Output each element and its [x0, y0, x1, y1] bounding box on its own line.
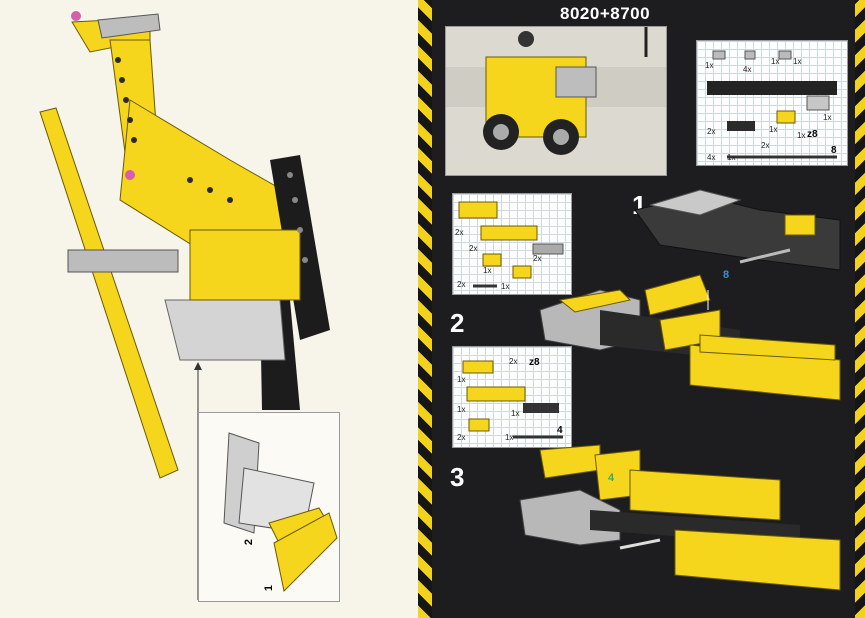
s2-qty-3: 1x [483, 266, 492, 275]
inv-qty-2: 4x [743, 65, 752, 74]
s3-qty-4: 1x [511, 409, 520, 418]
step-2-parts-panel: 2x 2x 1x 2x 1x 2x [452, 193, 572, 295]
inv-qty-9: 2x [761, 141, 770, 150]
inv-gear-label: z8 [807, 129, 818, 140]
s3-qty-3: 1x [457, 405, 466, 414]
s2-qty-4: 2x [533, 254, 542, 263]
s3-qty-6: 1x [505, 433, 514, 442]
s3-axle-length: 4 [557, 425, 563, 436]
right-hazard-stripe [855, 0, 865, 618]
parts-inventory-panel: 1x 4x 1x 1x 2x 1x 1x 4x 2x 1x 1x z8 8 [696, 40, 848, 166]
step-3-number: 3 [450, 462, 465, 492]
inv-qty-1: 1x [705, 61, 714, 70]
inv-qty-3: 1x [771, 57, 780, 66]
step-2-number: 2 [450, 308, 465, 338]
inv-qty-5: 2x [707, 127, 716, 136]
model-photo [445, 26, 667, 176]
s3-gear-label: z8 [529, 357, 540, 368]
left-detail-label-a: 2 [243, 538, 256, 546]
inv-qty-7: 1x [823, 113, 832, 122]
s3-qty-2: 1x [457, 375, 466, 384]
s3-qty-5: 2x [457, 433, 466, 442]
center-hazard-stripe [418, 0, 432, 618]
step-1-number: 1 [632, 190, 647, 220]
step-3-axle-length: 4 [608, 472, 615, 484]
step-3-parts-panel: 2x 1x 1x 1x 2x 1x z8 4 [452, 346, 572, 448]
left-detail-label-b: 1 [263, 584, 276, 592]
inv-qty-6: 1x [769, 125, 778, 134]
inv-qty-4: 1x [793, 57, 802, 66]
inv-qty-10: 1x [797, 131, 806, 140]
step-1-axle-length: 8 [723, 269, 730, 281]
inv-axle-length: 8 [831, 145, 837, 156]
left-page: 2 1 [0, 0, 418, 618]
set-numbers-title: 8020+8700 [560, 4, 651, 23]
left-helicopter-illustration [39, 11, 330, 600]
s3-qty-1: 2x [509, 357, 518, 366]
s2-qty-1: 2x [455, 228, 464, 237]
inv-qty-11: 1x [727, 153, 736, 162]
inv-qty-8: 4x [707, 153, 716, 162]
s2-qty-2: 2x [469, 244, 478, 253]
s2-qty-5: 1x [501, 282, 510, 291]
left-detail-inset [198, 412, 340, 602]
s2-qty-6: 2x [457, 280, 466, 289]
